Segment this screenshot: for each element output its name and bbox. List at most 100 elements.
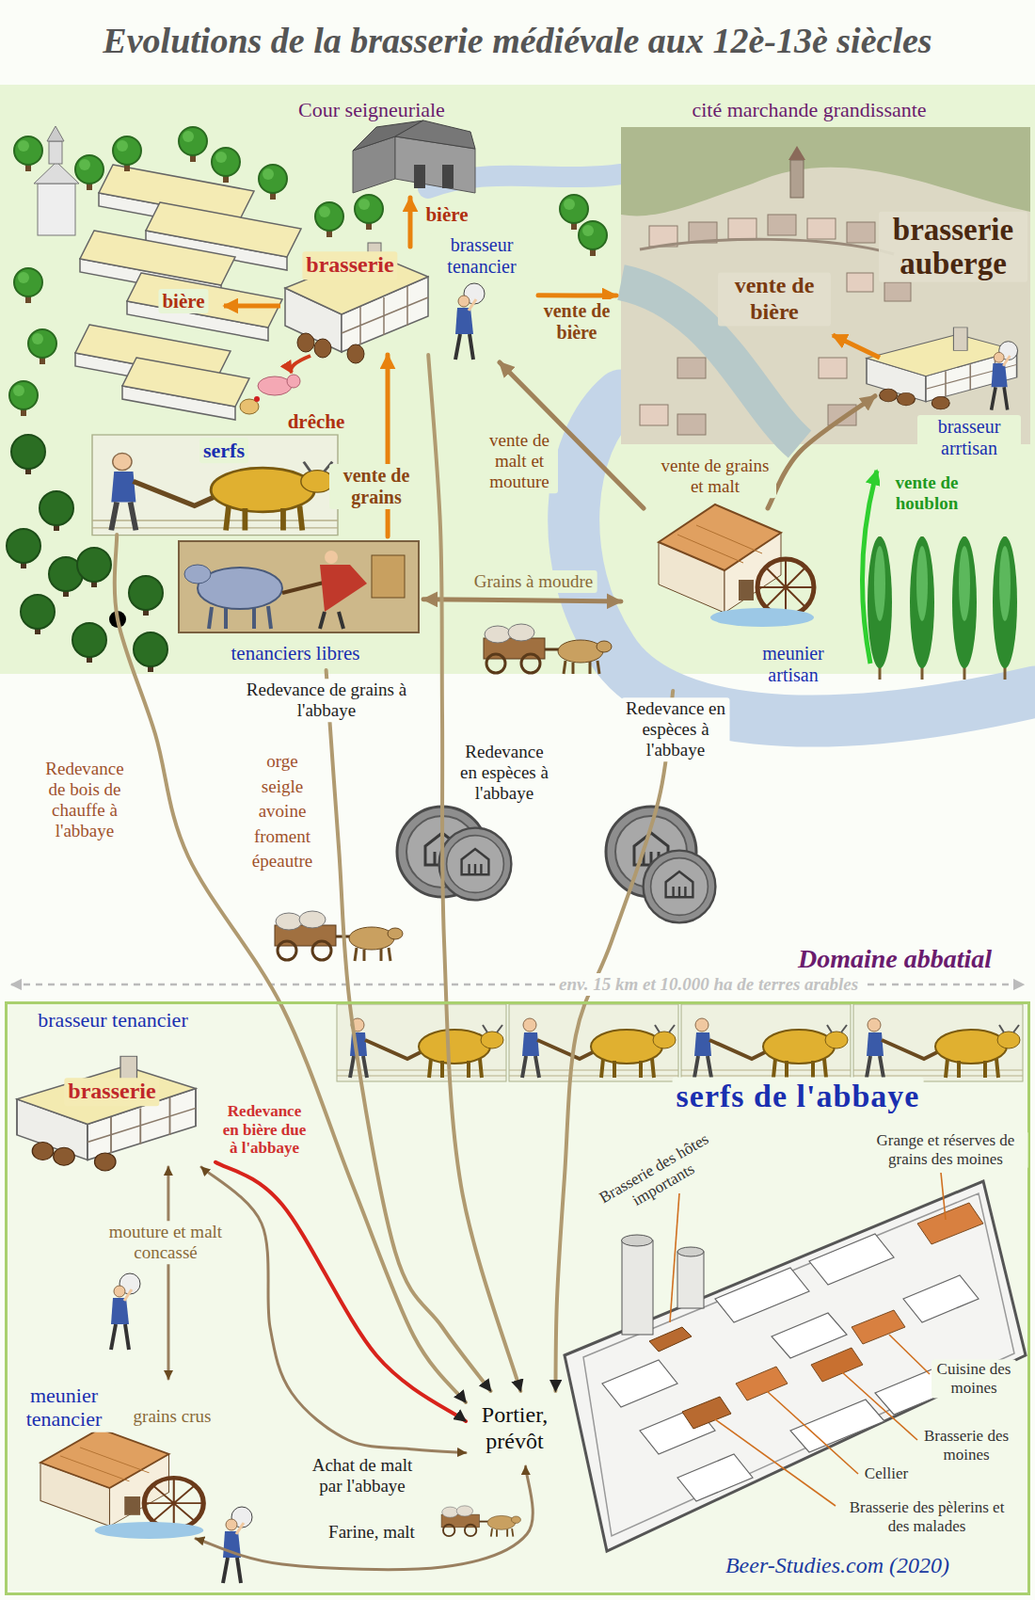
manor-house	[442, 164, 454, 189]
abbey-plan	[903, 1274, 979, 1322]
mill-building	[658, 504, 814, 627]
coins	[439, 828, 512, 901]
manor-house	[352, 120, 476, 193]
trees	[315, 202, 344, 238]
trees	[211, 147, 240, 183]
manor-house	[395, 120, 476, 149]
abbey-plan	[771, 1312, 847, 1358]
ox-cart	[483, 623, 612, 674]
beer-arrow	[223, 303, 281, 309]
free-tenants-picture	[208, 605, 271, 629]
beer-arrow	[832, 334, 880, 358]
note-label: Brasserie des hôtes importants	[588, 1124, 730, 1229]
ox-cart	[441, 1505, 521, 1537]
flow-arrow	[215, 1162, 466, 1421]
merchant-city	[621, 127, 1031, 445]
merchant-city	[846, 272, 874, 292]
note-label: Grange et réserves de grains des moines	[863, 1130, 1029, 1169]
edge-label: Redevance en espèces à l'abbaye	[452, 740, 557, 805]
note-label: env. 15 km et 10.000 ha de terres arable…	[555, 972, 862, 996]
mill-building	[40, 1428, 204, 1539]
note-label: vente de houblon	[879, 471, 974, 515]
trees	[75, 155, 104, 191]
merchant-city	[639, 238, 894, 255]
abbey-plan	[564, 1180, 1026, 1551]
brewery-building	[16, 1055, 196, 1171]
hop-plants	[992, 536, 1018, 669]
abbey-plan	[649, 1326, 692, 1352]
spent-grain-arrow	[290, 355, 311, 373]
hop-plants	[867, 536, 1018, 680]
trees	[178, 127, 207, 162]
ox-cart	[274, 910, 403, 961]
leader-lines	[766, 1390, 859, 1474]
hop-plants	[958, 545, 971, 621]
note-label: orge seigle avoine froment épeautre	[244, 748, 320, 876]
serfs-node: serfs de l'abbaye	[334, 1001, 1031, 1120]
merchant-city	[846, 222, 876, 243]
abbey-plan	[851, 1309, 906, 1344]
note-label: Brasserie des pèlerins et des malades	[837, 1496, 1017, 1536]
pigs-and-hens	[257, 376, 292, 396]
abbey-serfs-picture	[681, 1003, 851, 1082]
abbey-plan	[811, 1347, 863, 1382]
free-tenants-picture	[371, 555, 405, 598]
abbey-plan	[677, 1246, 704, 1257]
mill-node: meunier tenancier	[7, 1378, 196, 1544]
edge-label: vente de grains et malt	[653, 454, 777, 498]
domain-ground	[4, 1001, 1031, 1591]
miller-figure	[222, 1506, 253, 1583]
leader-lines	[842, 1371, 918, 1440]
abbey-plan	[677, 1251, 704, 1308]
abbey-plan	[621, 1234, 653, 1246]
merchant-city	[767, 214, 797, 236]
edge-label: Redevance de grains à l'abbaye	[241, 678, 412, 722]
merchant-city	[621, 127, 1031, 445]
abbey-serfs-picture	[509, 1003, 679, 1082]
edge-label: mouture et malt concassé	[99, 1220, 232, 1264]
merchant-city	[790, 159, 804, 198]
trees	[39, 491, 74, 531]
abbey-plan	[621, 1240, 653, 1335]
node-text: brasserie	[302, 251, 398, 280]
trees	[354, 194, 383, 230]
merchant-city	[788, 145, 806, 160]
brewery-node: brasseur tenancierbrasserie	[13, 1004, 216, 1167]
trees	[9, 381, 38, 416]
village	[47, 126, 64, 142]
merchant-city	[728, 218, 757, 239]
brewery-node: brasserie	[282, 246, 433, 355]
node-text: cité marchande grandissante	[687, 96, 930, 123]
flow-arrow	[428, 354, 521, 1391]
free-tenants-picture	[319, 564, 367, 612]
edge-label: vente de bière	[537, 299, 618, 345]
trees	[578, 221, 607, 256]
tenants-node: tenanciers libres	[174, 536, 424, 670]
abbey-plan	[809, 1233, 894, 1285]
countryside-ground	[0, 84, 1035, 674]
gatekeeper-node: Portier, prévôt	[465, 1390, 566, 1466]
brewer-figure	[455, 283, 485, 360]
edge-label: Redevance de bois de chauffe à l'abbaye	[32, 757, 137, 842]
dimension-line	[11, 983, 1024, 987]
edge-label: Achat de malt par l'abbaye	[301, 1453, 424, 1497]
flow-arrow	[385, 354, 391, 537]
free-tenants-picture	[324, 550, 338, 564]
edge-label: Grains à moudre	[470, 570, 598, 593]
node-text: brasseur arrtisan	[917, 414, 1021, 461]
miller-figure	[111, 1273, 141, 1350]
leader-lines	[715, 1418, 836, 1506]
pigs-and-hens	[286, 374, 301, 388]
abbey-plan	[564, 1180, 1026, 1551]
node-text: brasserie auberge	[878, 211, 1028, 283]
coins	[643, 850, 717, 924]
manor-house	[414, 164, 426, 189]
note-label: bière	[158, 288, 208, 314]
hop-plants	[867, 536, 892, 669]
node-text: Cour seigneuriale	[294, 96, 449, 123]
trees	[128, 575, 163, 616]
trees	[6, 528, 41, 569]
merchant-city	[828, 404, 857, 426]
merchant-city	[884, 282, 911, 302]
note-label: Cellier	[860, 1463, 912, 1484]
